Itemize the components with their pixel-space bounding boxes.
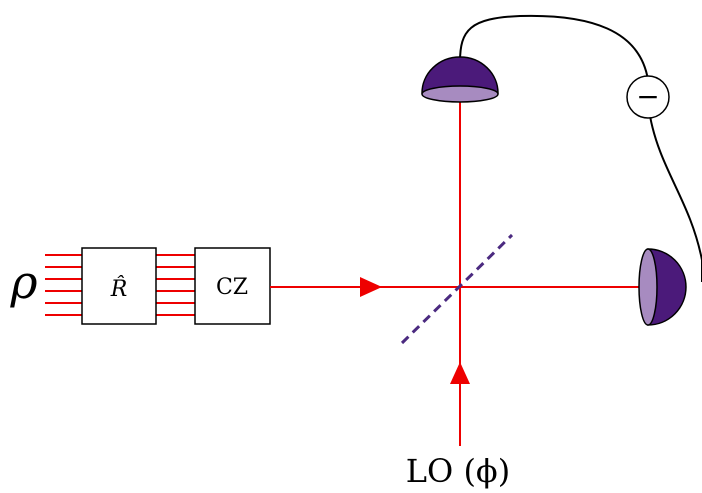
input-mode-lines [45, 254, 82, 316]
input-state-label: ρ [9, 255, 37, 309]
inter-box-mode-lines [156, 254, 195, 316]
detector-wire [459, 14, 649, 81]
lo-beam-arrow [450, 362, 470, 384]
subtractor-symbol: − [636, 80, 659, 113]
rotation-box-label: R̂ [110, 276, 128, 302]
local-oscillator-label: LO (ϕ) [406, 452, 510, 490]
beam-splitter [400, 233, 514, 345]
cz-box-label: CZ [216, 275, 248, 300]
rotation-box [81, 247, 157, 325]
detector-wire-lower [649, 115, 702, 282]
subtractor-circle [626, 75, 670, 119]
right-detector [638, 248, 687, 326]
top-detector [421, 56, 499, 103]
signal-beam-arrow [360, 277, 382, 297]
